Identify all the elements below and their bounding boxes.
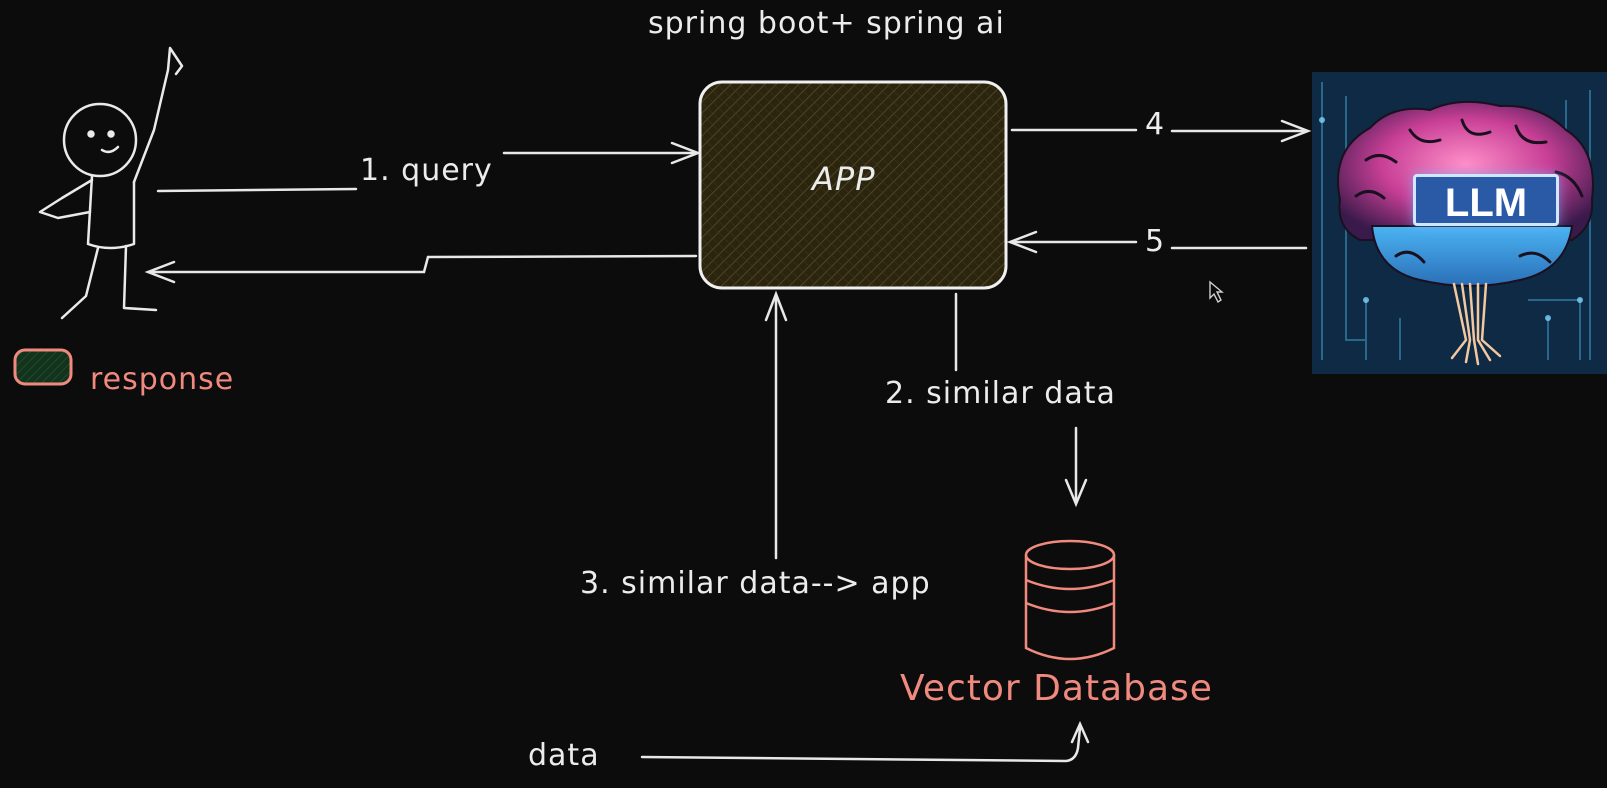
similar-data-arrow xyxy=(954,292,1088,508)
response-arrow xyxy=(144,254,698,284)
to-llm-step-label: 4 xyxy=(1145,107,1166,142)
similar-data-to-app-step-label: 3. similar data--> app xyxy=(580,566,931,601)
vector-database-label: Vector Database xyxy=(900,668,1213,709)
similar-data-to-app-arrow xyxy=(764,290,788,560)
response-swatch-icon xyxy=(13,348,73,386)
data-input-arrow xyxy=(640,720,1090,763)
query-arrow xyxy=(156,141,702,193)
app-box-label: APP xyxy=(812,160,876,198)
data-input-label: data xyxy=(528,738,600,773)
arrow-to-llm xyxy=(1010,119,1312,143)
response-label: response xyxy=(90,362,235,397)
mouse-cursor-icon xyxy=(1209,280,1224,304)
similar-data-step-label: 2. similar data xyxy=(885,376,1116,411)
from-llm-step-label: 5 xyxy=(1145,224,1166,259)
query-step-label: 1. query xyxy=(360,153,493,188)
database-cylinder-icon xyxy=(1024,539,1116,661)
diagram-title: spring boot+ spring ai xyxy=(648,6,1005,41)
app-box[interactable] xyxy=(698,80,1008,290)
llm-label: LLM xyxy=(1413,174,1559,226)
arrow-from-llm xyxy=(1006,230,1308,254)
stick-figure-icon xyxy=(38,46,184,320)
